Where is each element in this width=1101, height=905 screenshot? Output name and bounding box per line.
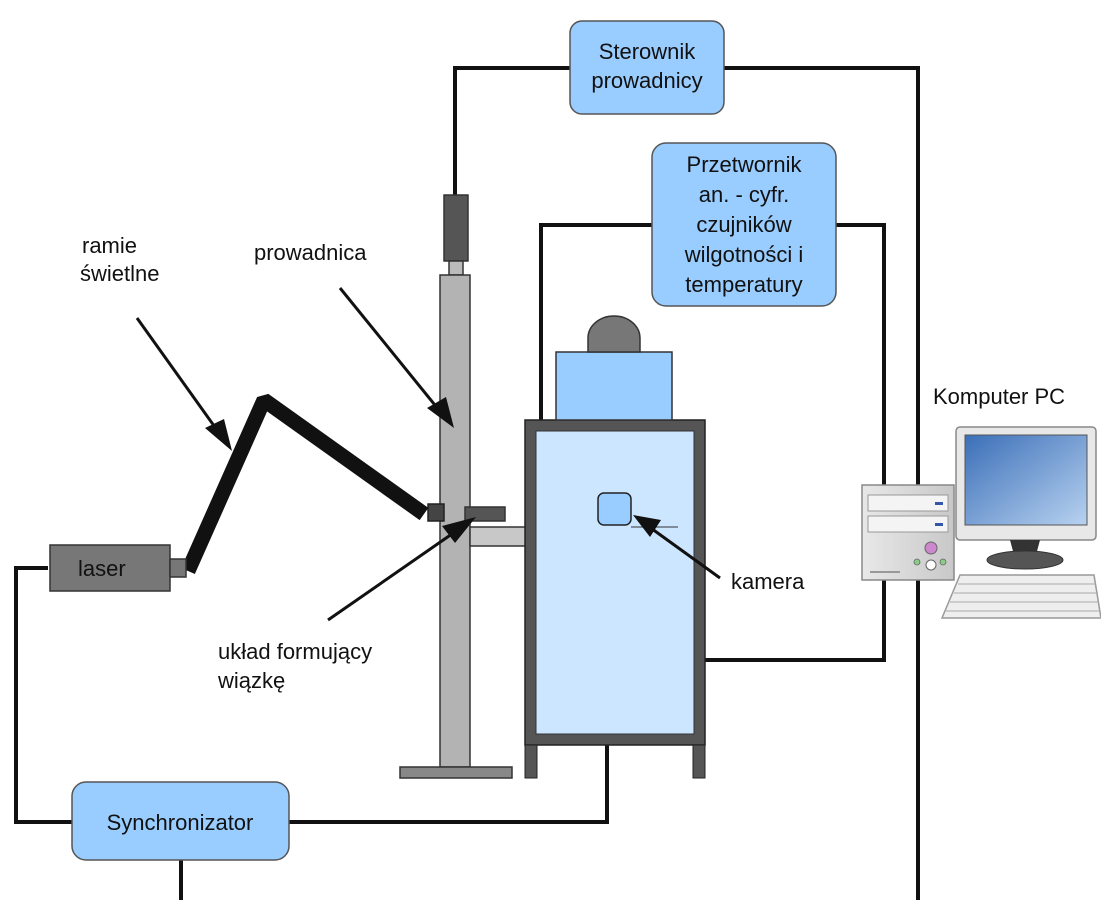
camera-label: kamera bbox=[731, 569, 805, 594]
wire-converter-to-chamber bbox=[539, 223, 652, 420]
wire-guide-controller-right bbox=[724, 66, 920, 900]
laser: laser bbox=[49, 544, 187, 592]
arrow-camera bbox=[633, 515, 721, 580]
guide-motor-coupler bbox=[448, 260, 464, 276]
light-arm bbox=[181, 393, 429, 575]
pc-tower bbox=[861, 484, 955, 581]
labels: ramie świetlne prowadnica układ formując… bbox=[80, 233, 805, 693]
laser-aperture bbox=[169, 558, 187, 578]
converter-line5: temperatury bbox=[685, 272, 802, 297]
beam-optics-label-line2: wiązkę bbox=[217, 668, 285, 693]
computer-pc: Komputer PC bbox=[861, 384, 1101, 619]
synchronizer-label: Synchronizator bbox=[107, 810, 254, 835]
light-arm-label-line1: ramie bbox=[82, 233, 137, 258]
converter-line4: wilgotności i bbox=[684, 242, 804, 267]
guide-label: prowadnica bbox=[254, 240, 367, 265]
converter-line1: Przetwornik bbox=[687, 152, 803, 177]
chamber-leg-right bbox=[692, 744, 706, 779]
synchronizer-box: Synchronizator bbox=[71, 781, 290, 861]
chamber-dome bbox=[587, 315, 641, 353]
guide-controller-box: Sterownik prowadnicy bbox=[569, 20, 725, 115]
arrow-light-arm bbox=[135, 317, 232, 451]
beam-forming-optics bbox=[427, 503, 445, 522]
converter-rect bbox=[651, 142, 837, 307]
arrow-guide bbox=[338, 287, 454, 428]
converter-line3: czujników bbox=[696, 212, 791, 237]
converter-box: Przetwornik an. - cyfr. czujników wilgot… bbox=[651, 142, 837, 307]
guide-controller-rect bbox=[569, 20, 725, 115]
camera-body bbox=[597, 492, 632, 526]
arrow-beam-optics bbox=[327, 517, 476, 622]
light-arm-label-line2: świetlne bbox=[80, 261, 159, 286]
wire-laser-to-synchronizer bbox=[14, 566, 72, 824]
guide-controller-line1: Sterownik bbox=[599, 39, 697, 64]
chamber-leg-left bbox=[524, 744, 538, 779]
guide-motor bbox=[443, 194, 469, 262]
annotation-arrows bbox=[135, 287, 721, 622]
pc-label: Komputer PC bbox=[933, 384, 1065, 409]
wire-converter-to-pc bbox=[836, 223, 886, 485]
chamber-window bbox=[535, 430, 695, 735]
converter-line2: an. - cyfr. bbox=[699, 182, 789, 207]
guide-base bbox=[399, 766, 513, 779]
guide-controller-line2: prowadnicy bbox=[591, 68, 702, 93]
synchronizer-rect bbox=[71, 781, 290, 861]
pc-monitor bbox=[955, 426, 1097, 570]
laser-body bbox=[49, 544, 171, 592]
beam-optics-label-line1: układ formujący bbox=[218, 639, 372, 664]
chamber-top-box bbox=[555, 351, 673, 421]
laser-label: laser bbox=[78, 556, 126, 581]
test-chamber bbox=[524, 315, 706, 779]
wire-guide-controller-to-pc bbox=[453, 66, 570, 195]
light-arm-tube bbox=[181, 393, 429, 575]
pc-keyboard bbox=[940, 574, 1101, 619]
